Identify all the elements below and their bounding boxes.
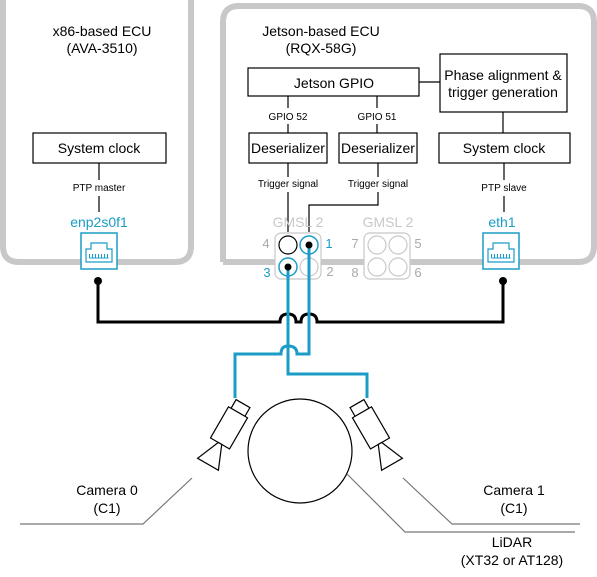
gpio-52-label: GPIO 52: [269, 112, 308, 123]
deserializer-a-label: Deserializer: [251, 140, 325, 156]
ethernet-port-icon: [482, 232, 520, 270]
left-system-clock-label: System clock: [58, 140, 141, 156]
right-port-label: eth1: [488, 214, 515, 230]
gmsl-b-port-8: 8: [351, 265, 358, 280]
gmsl-a-port-3: 3: [263, 265, 270, 280]
gpio-51-label: GPIO 51: [358, 112, 397, 123]
camera-0-icon: [196, 398, 251, 472]
deserializer-b-box: [338, 132, 418, 164]
jetson-gpio-label: Jetson GPIO: [294, 75, 374, 91]
phase-alignment-box: [439, 53, 568, 113]
deserializer-a-box: [248, 132, 328, 164]
ptp-master-label: PTP master: [73, 183, 126, 194]
lidar-model: (XT32 or AT128): [461, 552, 563, 568]
ecu-right-title: Jetson-based ECU: [262, 23, 380, 39]
lidar-label: LiDAR: [492, 534, 532, 550]
phase-alignment-line2: trigger generation: [448, 84, 558, 100]
camera-1-label: Camera 1: [483, 482, 545, 498]
left-system-clock-box: [32, 132, 167, 164]
phase-alignment-line1: Phase alignment &: [444, 67, 562, 83]
ecu-right-model: (RQX-58G): [286, 40, 357, 56]
ecu-left-model: (AVA-3510): [66, 40, 137, 56]
jetson-gpio-box: [247, 67, 420, 97]
ptp-slave-label: PTP slave: [481, 183, 527, 194]
gmsl-a-port-2: 2: [326, 264, 333, 279]
gmsl-connector-icon: [274, 232, 322, 280]
camera-0-model: (C1): [93, 500, 120, 516]
gmsl-a-port-4: 4: [262, 236, 269, 251]
deserializer-b-label: Deserializer: [341, 140, 415, 156]
camera-0-label: Camera 0: [76, 482, 138, 498]
ethernet-cable: [94, 277, 507, 324]
gmsl-b-port-6: 6: [414, 265, 421, 280]
gmsl-b-port-5: 5: [414, 236, 421, 251]
ethernet-port-icon: [80, 232, 118, 270]
right-system-clock-label: System clock: [463, 140, 546, 156]
camera-1-model: (C1): [500, 500, 527, 516]
left-port-label: enp2s0f1: [70, 214, 128, 230]
trigger-signal-b-label: Trigger signal: [348, 179, 408, 190]
camera-1-icon: [349, 398, 404, 472]
gmsl-b-port-7: 7: [351, 236, 358, 251]
right-system-clock-box: [438, 132, 571, 164]
gmsl-b-label: GMSL 2: [363, 214, 414, 230]
gmsl-a-label: GMSL 2: [273, 214, 324, 230]
trigger-signal-a-label: Trigger signal: [258, 179, 318, 190]
ecu-left-title: x86-based ECU: [53, 23, 152, 39]
ecu-frame-right: [220, 3, 597, 265]
lidar-body: [247, 398, 353, 504]
gmsl-a-port-1: 1: [325, 236, 332, 251]
gmsl-connector-icon: [363, 232, 411, 280]
gmsl-cable-camera1: [284, 263, 369, 398]
